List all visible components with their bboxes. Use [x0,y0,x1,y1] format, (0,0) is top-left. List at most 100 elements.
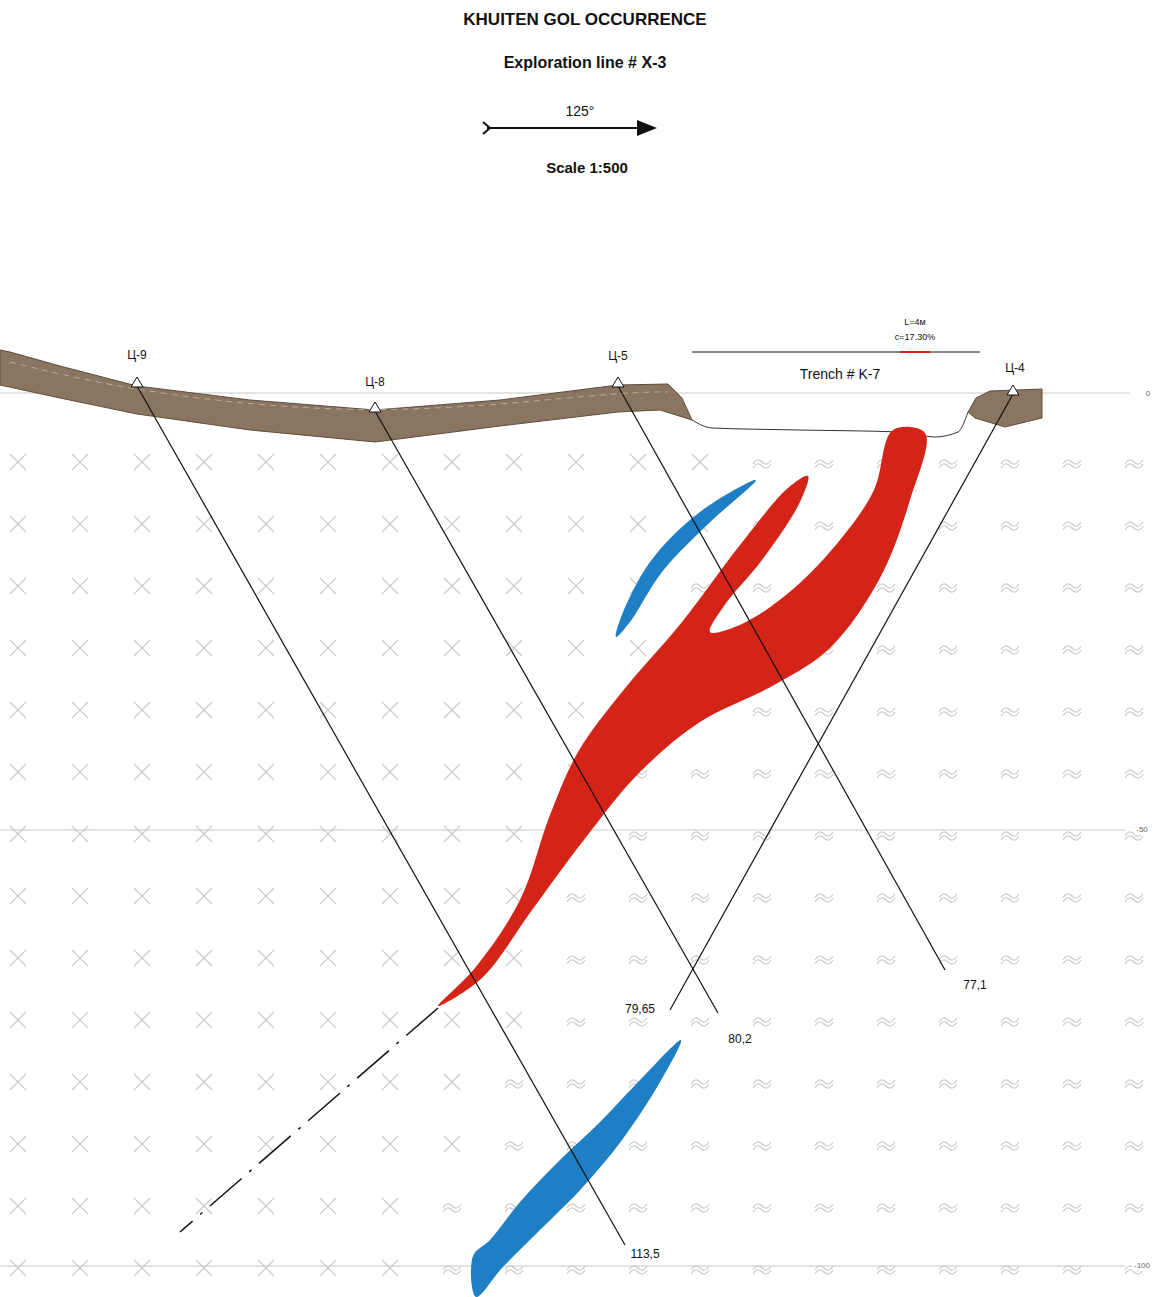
granite-mark [134,1074,150,1090]
schist-mark [691,1018,709,1026]
granite-mark [506,826,522,842]
granite-mark [196,1260,212,1276]
schist-mark [1001,708,1019,716]
schist-mark [1001,1142,1019,1150]
schist-mark [567,956,585,964]
schist-mark [1001,832,1019,840]
schist-mark [939,1142,957,1150]
granite-mark [444,702,460,718]
granite-mark [10,1012,26,1028]
granite-mark [258,764,274,780]
granite-mark [630,516,646,532]
granite-mark [258,1198,274,1214]
granite-mark [320,1260,336,1276]
granite-mark [258,950,274,966]
schist-mark [877,956,895,964]
granite-mark [72,1074,88,1090]
schist-mark [753,708,771,716]
trench-name: Trench # K-7 [800,367,880,382]
granite-mark [320,826,336,842]
granite-mark [444,950,460,966]
granite-mark [196,578,212,594]
granite-mark [382,826,398,842]
schist-mark [1001,1266,1019,1274]
granite-mark [72,1260,88,1276]
granite-mark [134,702,150,718]
granite-mark [10,702,26,718]
schist-mark [1001,1204,1019,1212]
schist-mark [1063,956,1081,964]
surface-layer [0,350,1042,442]
schist-mark [1125,460,1143,468]
schist-mark [877,584,895,592]
schist-mark [877,832,895,840]
granite-mark [196,826,212,842]
hole-depth: 113,5 [628,1248,661,1261]
granite-mark [72,702,88,718]
schist-mark [939,1018,957,1026]
granite-mark [10,1260,26,1276]
trench-bar [692,352,980,353]
schist-mark [939,894,957,902]
ore-bodies [180,427,927,1297]
granite-mark [72,950,88,966]
ore-body [438,427,927,1006]
schist-mark [753,1080,771,1088]
schist-mark [691,894,709,902]
granite-mark [444,1074,460,1090]
dyke-body [616,480,756,637]
granite-mark [10,1136,26,1152]
schist-mark [753,1204,771,1212]
granite-mark [10,454,26,470]
granite-mark [10,888,26,904]
drill-hole [375,411,718,1013]
granite-mark [134,516,150,532]
schist-mark [1001,894,1019,902]
schist-mark [1063,1080,1081,1088]
schist-mark [443,1204,461,1212]
schist-mark [629,956,647,964]
schist-mark [815,460,833,468]
granite-mark [72,1136,88,1152]
granite-mark [382,950,398,966]
granite-mark [382,1012,398,1028]
schist-mark [1125,894,1143,902]
schist-mark [1063,894,1081,902]
schist-mark [629,1204,647,1212]
schist-mark [1001,460,1019,468]
hole-depth: 80,2 [726,1033,753,1046]
schist-mark [1063,832,1081,840]
depth-mark: -100 [1132,1262,1152,1271]
granite-mark [72,454,88,470]
granite-mark [258,640,274,656]
depth-mark: -50 [1134,826,1150,835]
schist-mark [1063,584,1081,592]
granite-mark [506,764,522,780]
schist-mark [1001,1080,1019,1088]
schist-mark [939,646,957,654]
granite-mark [72,578,88,594]
schist-mark [567,1204,585,1212]
granite-mark [320,1074,336,1090]
schist-mark [815,1204,833,1212]
schist-mark [939,708,957,716]
depth-lines [0,393,1130,1266]
header-note: Exploration line # X-3 [504,54,667,72]
schist-mark [753,584,771,592]
granite-mark [320,454,336,470]
schist-mark [815,770,833,778]
direction-arrow [483,122,655,134]
granite-mark [320,640,336,656]
granite-mark [258,454,274,470]
schist-mark [815,1080,833,1088]
granite-mark [382,1074,398,1090]
granite-mark [444,764,460,780]
granite-mark [320,1198,336,1214]
hole-name: Ц-8 [365,376,385,389]
granite-mark [10,950,26,966]
granite-mark [134,1198,150,1214]
schist-mark [877,1204,895,1212]
hole-depth: 79,65 [623,1003,657,1016]
collar-symbol [612,377,624,387]
schist-mark [505,1142,523,1150]
